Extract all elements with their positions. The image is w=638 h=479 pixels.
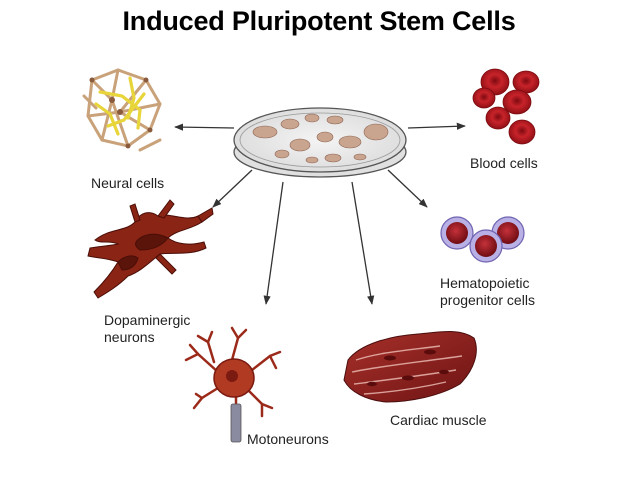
page-title: Induced Pluripotent Stem Cells <box>122 6 516 36</box>
hematopoietic-progenitor-cells-image <box>440 216 525 263</box>
label-dopaminergic-line1: Dopaminergic <box>104 312 191 328</box>
cardiac-muscle-image <box>343 331 477 403</box>
arrow-to-blood <box>407 122 466 130</box>
arrow-to-dopaminergic <box>212 169 253 208</box>
label-hematopoietic-line1: Hematopoietic <box>440 275 530 291</box>
arrow-to-cardiac <box>351 181 375 305</box>
label-hematopoietic-line2: progenitor cells <box>440 292 535 308</box>
arrow-to-neural <box>174 123 235 131</box>
label-motoneurons: Motoneurons <box>247 431 329 447</box>
label-dopaminergic-line2: neurons <box>104 329 155 345</box>
dopaminergic-neurons-image <box>87 199 214 299</box>
neural-cells-image <box>82 68 162 152</box>
motoneuron-image <box>184 326 282 443</box>
arrows <box>174 122 466 305</box>
arrow-to-hematopoietic <box>387 169 428 208</box>
label-blood-cells: Blood cells <box>470 155 538 171</box>
label-cardiac-muscle: Cardiac muscle <box>390 412 487 428</box>
label-neural-cells: Neural cells <box>91 175 165 191</box>
arrow-to-motoneurons <box>263 181 284 305</box>
petri-dish <box>233 107 407 178</box>
blood-cells-image <box>472 68 540 145</box>
